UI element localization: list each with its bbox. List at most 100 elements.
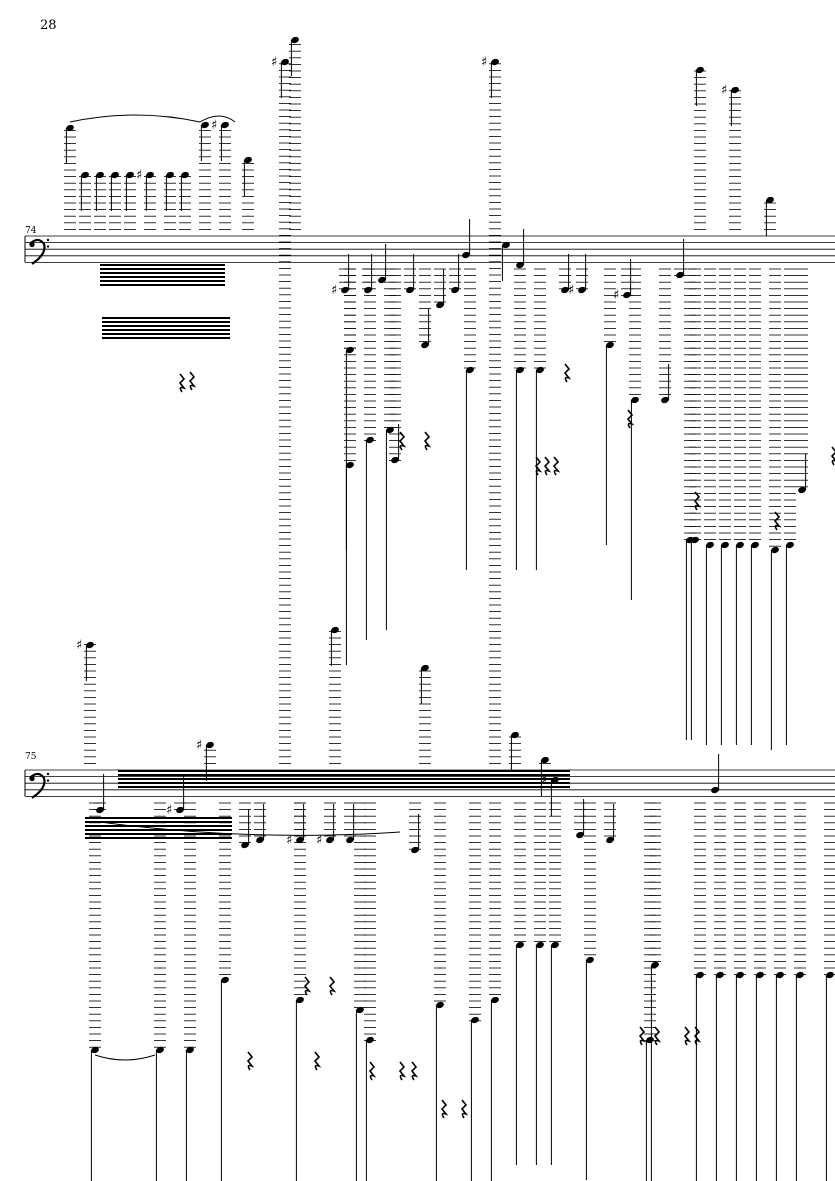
notehead xyxy=(731,86,739,94)
notehead xyxy=(366,436,374,444)
quarter-rest-icon xyxy=(178,373,187,393)
sharp-icon: ♯ xyxy=(568,283,574,298)
notehead xyxy=(646,1036,654,1044)
quarter-rest-icon xyxy=(410,1061,419,1081)
notehead xyxy=(586,956,594,964)
quarter-rest-icon xyxy=(246,1051,255,1071)
tie xyxy=(69,114,201,123)
notehead xyxy=(696,971,704,979)
notehead xyxy=(736,541,744,549)
notehead xyxy=(516,366,524,374)
notehead xyxy=(651,961,659,969)
quarter-rest-icon xyxy=(830,446,835,466)
notehead xyxy=(326,836,334,844)
quarter-rest-icon xyxy=(398,431,407,451)
notehead xyxy=(221,121,229,129)
sharp-icon: ♯ xyxy=(721,83,727,98)
notehead xyxy=(436,301,444,309)
quarter-rest-icon xyxy=(626,409,635,429)
notehead xyxy=(386,426,394,434)
notehead xyxy=(221,976,229,984)
notehead xyxy=(346,836,354,844)
notehead xyxy=(798,486,806,494)
notehead xyxy=(201,121,209,129)
notehead xyxy=(721,541,729,549)
notehead xyxy=(96,806,104,814)
bass-clef-icon xyxy=(29,772,46,799)
quarter-rest-icon xyxy=(693,1026,702,1046)
bass-clef-icon xyxy=(46,245,50,248)
notehead xyxy=(631,396,639,404)
notehead xyxy=(291,36,299,44)
quarter-rest-icon xyxy=(693,491,702,511)
bass-clef-icon xyxy=(46,238,50,242)
notehead xyxy=(186,1046,194,1054)
notehead xyxy=(756,971,764,979)
notehead xyxy=(711,786,719,794)
notehead xyxy=(471,1016,479,1024)
sharp-icon: ♯ xyxy=(286,833,292,848)
notehead xyxy=(346,461,354,469)
quarter-rest-icon xyxy=(563,363,572,383)
notehead xyxy=(716,971,724,979)
notehead xyxy=(766,196,774,204)
sharp-icon: ♯ xyxy=(211,118,217,133)
bass-clef-icon xyxy=(29,775,35,782)
notehead xyxy=(536,366,544,374)
quarter-rest-icon xyxy=(460,1099,469,1119)
bass-clef-icon xyxy=(29,241,35,248)
sharp-icon: ♯ xyxy=(196,738,202,753)
notehead xyxy=(86,641,94,649)
notehead xyxy=(541,756,549,764)
notehead xyxy=(606,341,614,349)
quarter-rest-icon xyxy=(368,1061,377,1081)
slur xyxy=(99,821,401,836)
sharp-icon: ♯ xyxy=(613,288,619,303)
notehead xyxy=(786,541,794,549)
notehead xyxy=(751,541,759,549)
quarter-rest-icon xyxy=(398,1061,407,1081)
notehead xyxy=(411,846,419,854)
notehead xyxy=(421,341,429,349)
notehead xyxy=(256,836,264,844)
notehead xyxy=(826,971,834,979)
measure-number-74: 74 xyxy=(25,226,37,236)
quarter-rest-icon xyxy=(653,1026,662,1046)
notehead xyxy=(91,1046,99,1054)
notehead xyxy=(516,941,524,949)
quarter-rest-icon xyxy=(440,1099,449,1119)
notehead xyxy=(661,396,669,404)
notehead xyxy=(244,156,252,164)
measure-number-75: 75 xyxy=(25,752,37,762)
notehead xyxy=(771,546,779,554)
notehead xyxy=(696,66,704,74)
tie xyxy=(94,1054,156,1061)
quarter-rest-icon xyxy=(683,1026,692,1046)
bass-clef-icon xyxy=(46,779,50,782)
notehead xyxy=(686,536,694,544)
notehead xyxy=(536,941,544,949)
notehead xyxy=(462,251,470,259)
notehead xyxy=(156,1046,164,1054)
bass-clef-icon xyxy=(29,238,46,265)
notehead xyxy=(296,996,304,1004)
sharp-icon: ♯ xyxy=(481,55,487,70)
notehead xyxy=(706,541,714,549)
quarter-rest-icon xyxy=(638,1026,647,1046)
tie xyxy=(199,115,236,123)
notehead xyxy=(576,831,584,839)
quarter-rest-icon xyxy=(303,976,312,996)
notehead xyxy=(796,971,804,979)
quarter-rest-icon xyxy=(188,371,197,391)
sharp-icon: ♯ xyxy=(541,773,547,788)
quarter-rest-icon xyxy=(534,456,543,476)
notehead xyxy=(466,366,474,374)
notehead xyxy=(676,271,684,279)
notehead xyxy=(551,941,559,949)
notehead xyxy=(491,996,499,1004)
bass-clef-icon xyxy=(46,772,50,776)
notehead xyxy=(502,241,510,249)
quarter-rest-icon xyxy=(423,431,432,451)
notehead xyxy=(241,841,249,849)
